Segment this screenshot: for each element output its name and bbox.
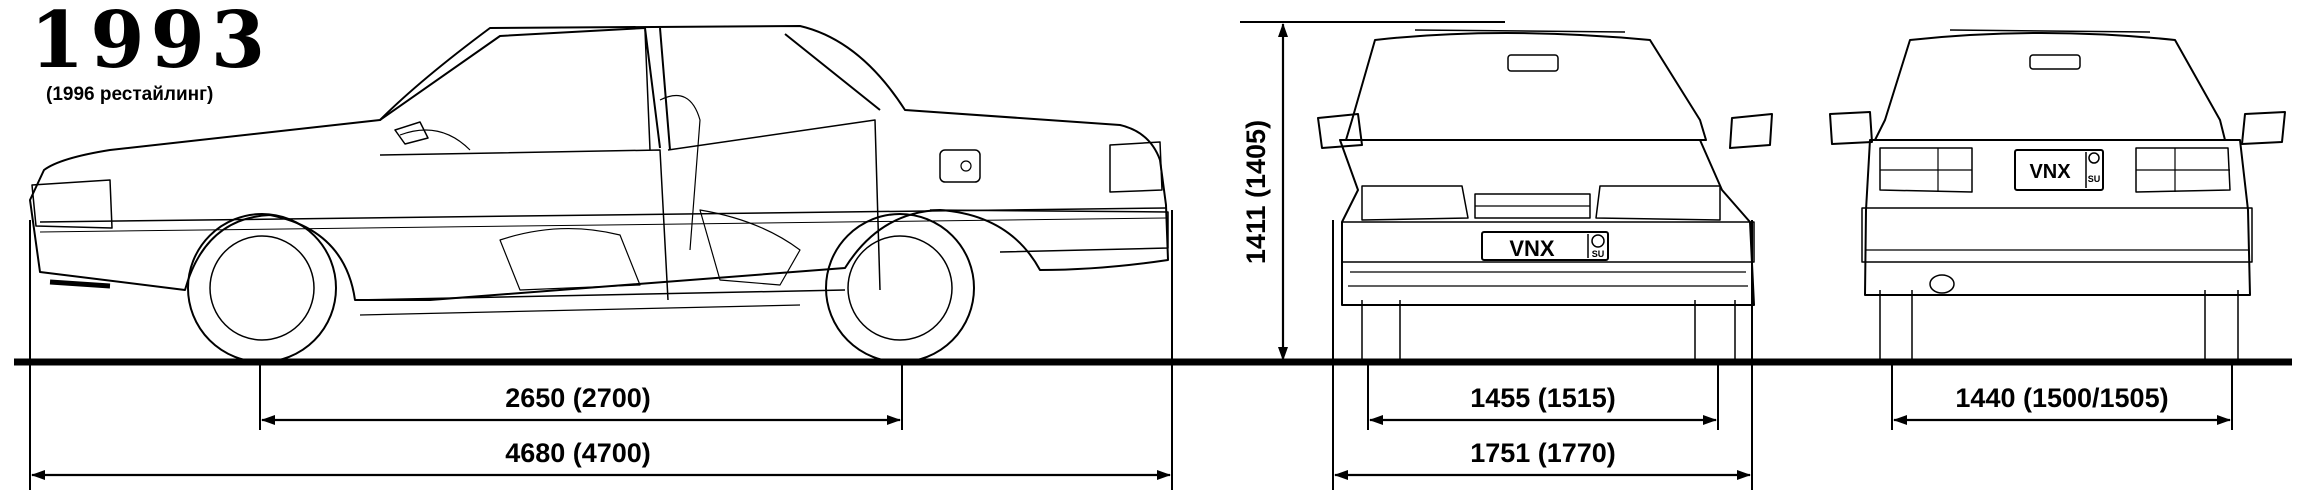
side-extension-lines — [29, 210, 1173, 490]
rear-plate-country: SU — [2088, 174, 2101, 184]
front-extension-lines — [1332, 220, 1753, 490]
side-view — [29, 25, 1169, 316]
width-label: 1751 (1770) — [1470, 438, 1616, 468]
rear-wheel — [825, 213, 975, 363]
rear-extension-lines — [1891, 362, 2233, 430]
rear-license-plate: VNX — [2029, 161, 2071, 183]
wheelbase-label: 2650 (2700) — [505, 383, 651, 413]
height-label: 1411 (1405) — [1241, 120, 1271, 264]
front-track-label: 1455 (1515) — [1470, 383, 1616, 413]
front-wheel — [187, 213, 337, 363]
rear-track-label: 1440 (1500/1505) — [1955, 383, 2168, 413]
front-view — [1317, 29, 1773, 362]
length-label: 4680 (4700) — [505, 438, 651, 468]
rear-view — [1829, 29, 2286, 362]
model-year-title: 1993 — [30, 0, 272, 86]
restyling-subtitle: (1996 рестайлинг) — [46, 84, 214, 105]
front-license-plate: VNX — [1509, 236, 1555, 261]
height-dimension — [1240, 21, 1505, 361]
front-plate-country: SU — [1592, 249, 1605, 259]
